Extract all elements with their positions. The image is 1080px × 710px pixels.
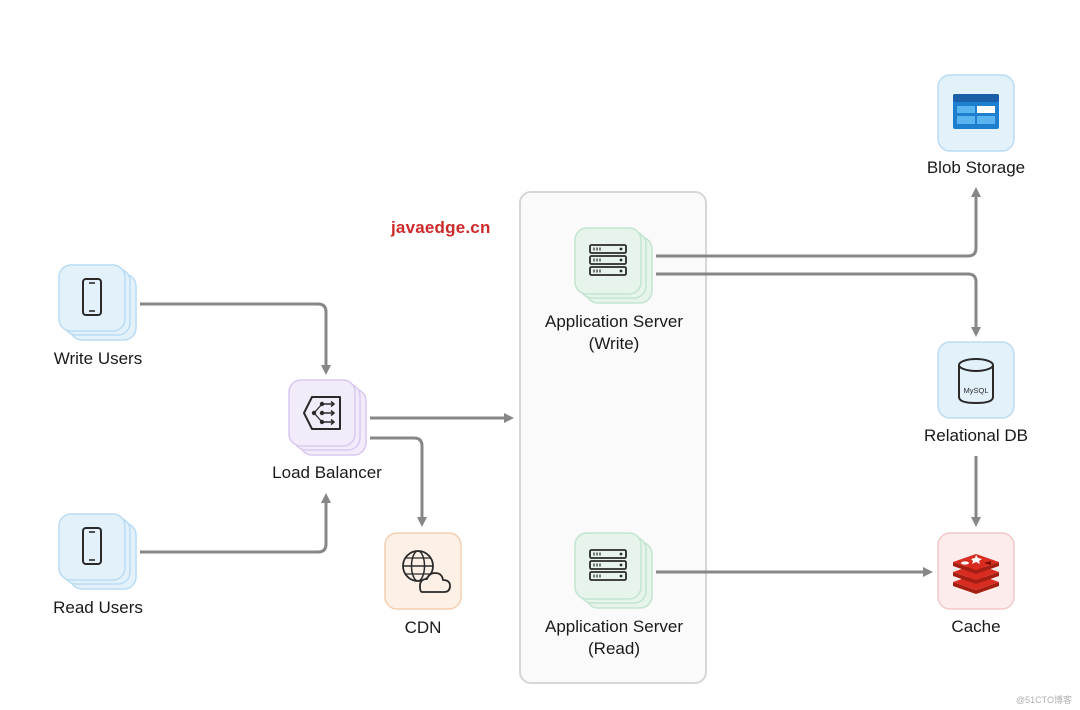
mysql-icon-text: MySQL xyxy=(963,386,988,395)
edge-write-users-to-lb xyxy=(140,302,331,375)
blob-storage-node[interactable] xyxy=(937,74,1015,152)
app-server-write-role: (Write) xyxy=(588,334,640,353)
globe-cloud-icon xyxy=(384,532,462,610)
relational-db-node[interactable]: MySQL xyxy=(937,341,1015,419)
mobile-phone-icon xyxy=(58,513,137,590)
blob-storage-icon xyxy=(937,74,1015,152)
mobile-phone-icon xyxy=(58,264,137,341)
edge-lb-to-cdn xyxy=(370,436,427,527)
app-server-read-role: (Read) xyxy=(588,639,640,658)
edge-read-users-to-lb xyxy=(140,493,331,554)
app-server-write-label: Application Server (Write) xyxy=(528,311,700,355)
read-users-label: Read Users xyxy=(53,598,143,617)
edge-app-write-to-blob xyxy=(656,187,981,258)
app-server-read-title: Application Server xyxy=(545,617,683,636)
cache-node[interactable] xyxy=(937,532,1015,610)
relational-db-label: Relational DB xyxy=(924,426,1028,445)
server-rack-icon xyxy=(574,227,653,304)
cache-label: Cache xyxy=(951,617,1001,636)
blob-storage-label: Blob Storage xyxy=(926,158,1026,177)
load-balancer-node[interactable] xyxy=(288,379,370,459)
cdn-label: CDN xyxy=(404,618,442,637)
server-rack-icon xyxy=(574,532,653,609)
redis-stack-icon xyxy=(937,532,1015,610)
edge-app-write-to-db xyxy=(656,272,981,337)
load-balancer-icon xyxy=(288,379,367,456)
database-icon: MySQL xyxy=(937,341,1015,419)
app-server-read-label: Application Server (Read) xyxy=(528,616,700,660)
app-server-read-node[interactable] xyxy=(574,532,656,612)
app-server-write-title: Application Server xyxy=(545,312,683,331)
write-users-node[interactable] xyxy=(58,264,140,344)
load-balancer-label: Load Balancer xyxy=(272,463,382,482)
app-server-write-node[interactable] xyxy=(574,227,656,307)
read-users-node[interactable] xyxy=(58,513,140,593)
cdn-node[interactable] xyxy=(384,532,462,610)
write-users-label: Write Users xyxy=(53,349,143,368)
watermark-text: javaedge.cn xyxy=(391,218,491,237)
corner-watermark: @51CTO博客 xyxy=(1016,695,1072,705)
